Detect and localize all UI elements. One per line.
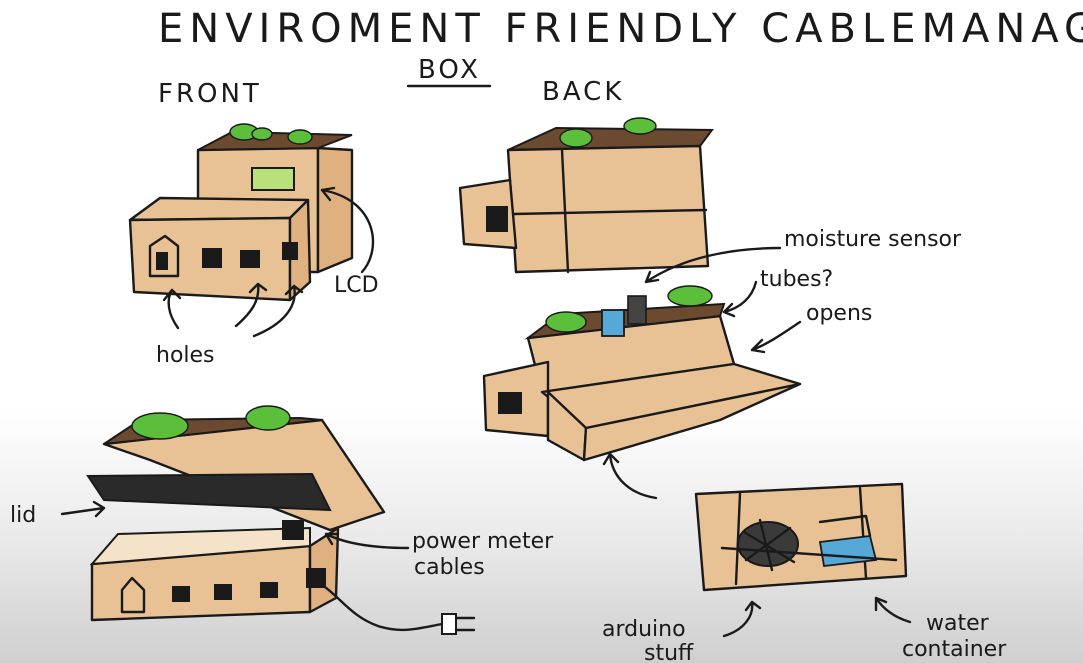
- open-plant: [667, 285, 713, 307]
- front-tall-side-face: [316, 146, 354, 274]
- tubes-arrow: [722, 280, 758, 318]
- arduino-water-box: [694, 482, 908, 592]
- open-front-flap: [582, 382, 802, 462]
- front-low-top-face: [128, 196, 310, 222]
- power-meter-label: power meter: [412, 529, 554, 554]
- front-hole: [202, 248, 222, 268]
- power-meter-arrow: [324, 532, 410, 550]
- water-container: [818, 535, 878, 567]
- moisture-sensor-device: [627, 295, 647, 325]
- lid-box-interior: [89, 526, 311, 566]
- container-label: container: [902, 637, 1007, 662]
- back-plant-right: [623, 117, 657, 135]
- cables-label: cables: [414, 555, 485, 580]
- back-heading: BACK: [542, 77, 624, 107]
- arduino-box-body: [694, 482, 908, 592]
- title: ENVIROMENT FRIENDLY CABLEMANAGENT: [158, 6, 1083, 52]
- tubes-label: tubes?: [760, 267, 833, 292]
- lid-label: lid: [10, 503, 36, 528]
- holes-label: holes: [156, 343, 215, 368]
- water-arrow: [874, 596, 912, 624]
- opens-label: opens: [806, 301, 872, 326]
- arduino-arrow: [722, 600, 762, 638]
- lcd-screen: [251, 167, 295, 191]
- front-view-box: [128, 123, 354, 302]
- moisture-arrow: [644, 246, 782, 284]
- moisture-label: moisture sensor: [784, 227, 962, 252]
- holes-arrow: [162, 288, 182, 330]
- subtitle: BOX: [418, 55, 481, 85]
- water-label: water: [926, 611, 990, 636]
- lcd-arrow: [320, 188, 375, 274]
- stuff-label: stuff: [644, 641, 694, 663]
- lid-open-box: [86, 405, 476, 635]
- back-vent: [486, 206, 508, 232]
- plug-icon: [441, 613, 457, 635]
- front-hole: [282, 242, 298, 260]
- front-top-soil: [197, 130, 353, 151]
- lid-arrow: [60, 500, 106, 518]
- power-cable: [316, 580, 444, 632]
- back-view-box: [458, 117, 714, 274]
- back-plant-left: [559, 128, 593, 148]
- lid-plant-right: [245, 405, 291, 431]
- open-top-view-box: [482, 285, 802, 462]
- lid-plant-left: [131, 412, 189, 440]
- holes-arrow: [252, 284, 304, 338]
- lid-underside: [86, 472, 332, 512]
- lcd-label: LCD: [334, 273, 379, 298]
- back-main-face: [506, 144, 710, 274]
- opens-arrow: [750, 320, 802, 354]
- holes-arrow: [234, 282, 268, 328]
- front-heading: FRONT: [158, 79, 262, 109]
- front-low-side-face: [288, 198, 312, 302]
- arduino-to-box-arrow: [602, 452, 658, 500]
- arduino-label: arduino: [602, 617, 686, 642]
- front-hole: [240, 250, 260, 268]
- front-plant-right: [287, 129, 313, 145]
